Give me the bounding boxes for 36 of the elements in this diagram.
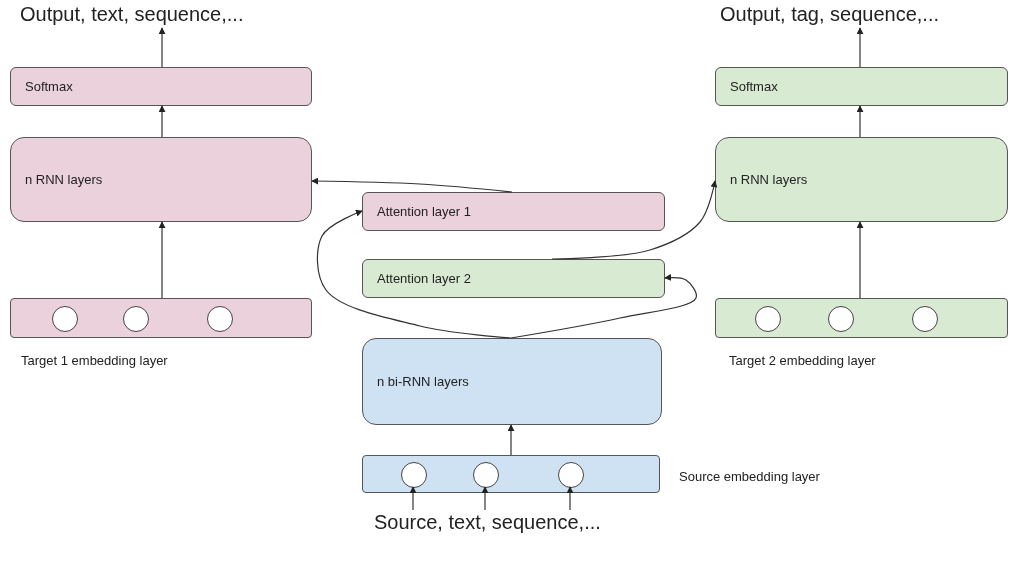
- sequence-label: Source, text, sequence,...: [374, 510, 664, 540]
- arrow: [856, 221, 864, 299]
- arrow: [510, 274, 697, 339]
- unit-circle: [401, 462, 427, 488]
- arrow: [409, 486, 417, 511]
- arrow: [311, 177, 513, 193]
- arrow: [158, 27, 166, 68]
- layer-box: n RNN layers: [10, 137, 312, 222]
- unit-circle: [207, 306, 233, 332]
- arrow: [551, 180, 718, 260]
- sequence-label: Output, text, sequence,...: [20, 2, 310, 28]
- arrow: [507, 424, 515, 456]
- unit-circle: [473, 462, 499, 488]
- unit-circle: [123, 306, 149, 332]
- arrow: [566, 486, 574, 511]
- arrow: [856, 27, 864, 68]
- arrow: [856, 105, 864, 138]
- unit-circle: [52, 306, 78, 332]
- embedding-label: Source embedding layer: [679, 469, 820, 484]
- embedding-label: Target 1 embedding layer: [21, 353, 168, 368]
- sequence-label: Output, tag, sequence,...: [720, 2, 1010, 28]
- layer-box: n bi-RNN layers: [362, 338, 662, 425]
- layer-box: Softmax: [715, 67, 1008, 106]
- unit-circle: [912, 306, 938, 332]
- unit-circle: [558, 462, 584, 488]
- embedding-label: Target 2 embedding layer: [729, 353, 876, 368]
- arrow: [158, 105, 166, 138]
- layer-box: Attention layer 2: [362, 259, 665, 298]
- layer-box: n RNN layers: [715, 137, 1008, 222]
- layer-box: Softmax: [10, 67, 312, 106]
- arrow: [158, 221, 166, 299]
- arrow: [316, 209, 512, 339]
- arrow: [481, 486, 489, 511]
- unit-circle: [755, 306, 781, 332]
- layer-box: Attention layer 1: [362, 192, 665, 231]
- unit-circle: [828, 306, 854, 332]
